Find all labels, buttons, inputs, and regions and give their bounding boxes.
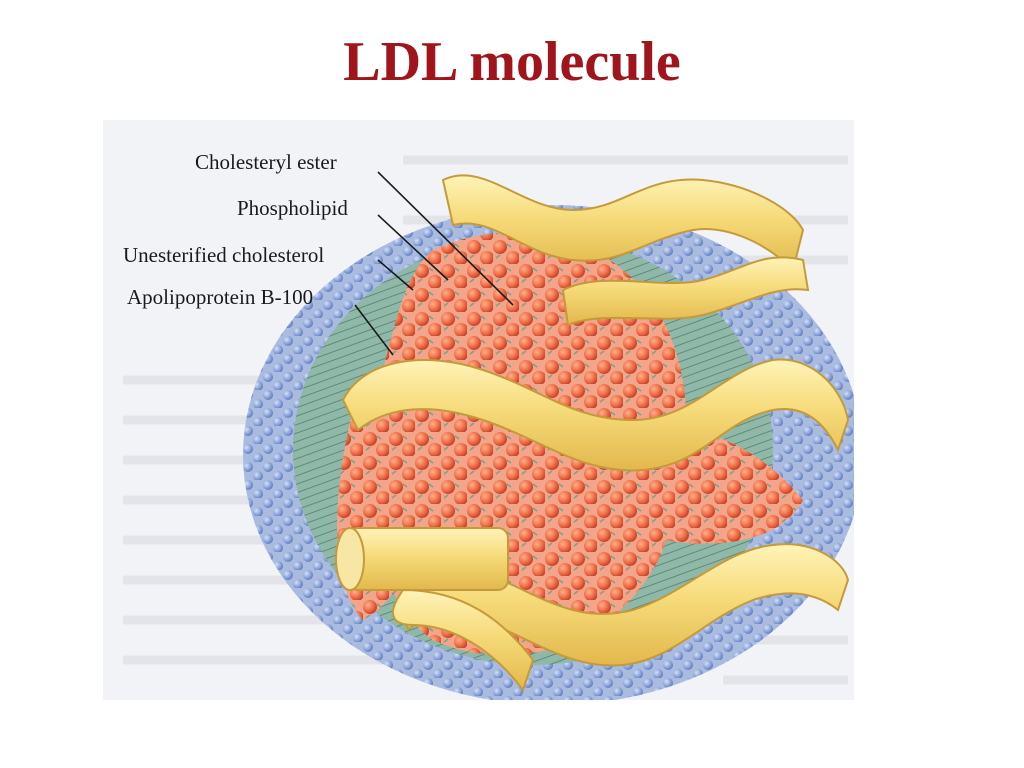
apolipoprotein-ribbons: [341, 174, 850, 667]
ribbon-middle: [341, 358, 850, 472]
leader-phospholipid: [377, 214, 449, 281]
ribbon-lower: [401, 543, 850, 667]
slide-title: LDL molecule: [343, 31, 681, 93]
leader-apolipoprotein: [354, 304, 394, 356]
label-apolipoprotein-b100: Apolipoprotein B-100: [127, 285, 314, 309]
label-unesterified-cholesterol: Unesterified cholesterol: [123, 243, 325, 267]
leader-cholesteryl-ester: [377, 171, 514, 306]
ldl-illustration: [103, 120, 854, 700]
ribbon-upper-mid: [561, 256, 810, 327]
leader-lines: [354, 171, 514, 356]
leader-unesterified-cholesterol: [377, 259, 414, 291]
apolipoprotein-tube-end: [335, 527, 535, 693]
ldl-diagram-figure: Cholesteryl ester Phospholipid Unesterif…: [103, 120, 854, 700]
label-cholesteryl-ester: Cholesteryl ester: [195, 150, 337, 174]
ribbon-top: [441, 174, 805, 272]
label-phospholipid: Phospholipid: [237, 196, 348, 220]
